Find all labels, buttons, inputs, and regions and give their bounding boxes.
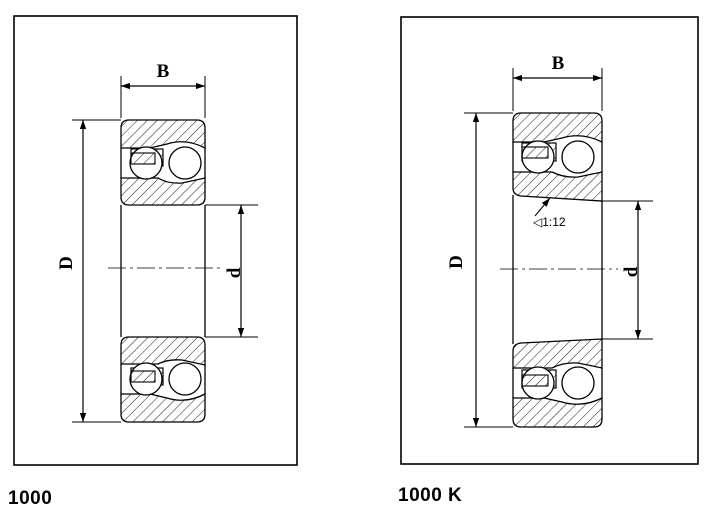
caption-1000k: 1000 K: [398, 485, 463, 506]
label-outer-diameter-right: D: [446, 255, 467, 269]
inner-ring-upper: [120, 177, 206, 206]
label-width-right: B: [552, 53, 565, 74]
ball-upper-right: [561, 140, 595, 174]
outer-ring-upper: [512, 112, 603, 144]
drawing-frame: [400, 16, 699, 465]
taper-leader: [534, 197, 551, 217]
ball-lower-right: [561, 366, 595, 400]
label-bore-right: d: [621, 266, 642, 277]
inner-ring-lower: [120, 336, 206, 366]
bearing-1000-drawing: [13, 15, 298, 466]
bearing-1000k-drawing: [400, 16, 699, 465]
label-width-left: B: [157, 61, 170, 82]
caption-1000: 1000: [8, 488, 53, 509]
inner-ring-upper: [512, 171, 603, 202]
outer-ring-upper: [120, 119, 206, 150]
drawing-frame: [13, 15, 298, 466]
label-taper-ratio: ◁1:12: [533, 215, 566, 229]
label-bore-left: d: [224, 267, 245, 278]
outer-ring-lower: [120, 392, 206, 423]
label-outer-diameter-left: D: [56, 256, 77, 270]
outer-ring-lower: [512, 396, 603, 428]
ball-upper-right: [168, 146, 202, 180]
inner-ring-lower: [512, 338, 603, 369]
ball-lower-right: [168, 362, 202, 396]
